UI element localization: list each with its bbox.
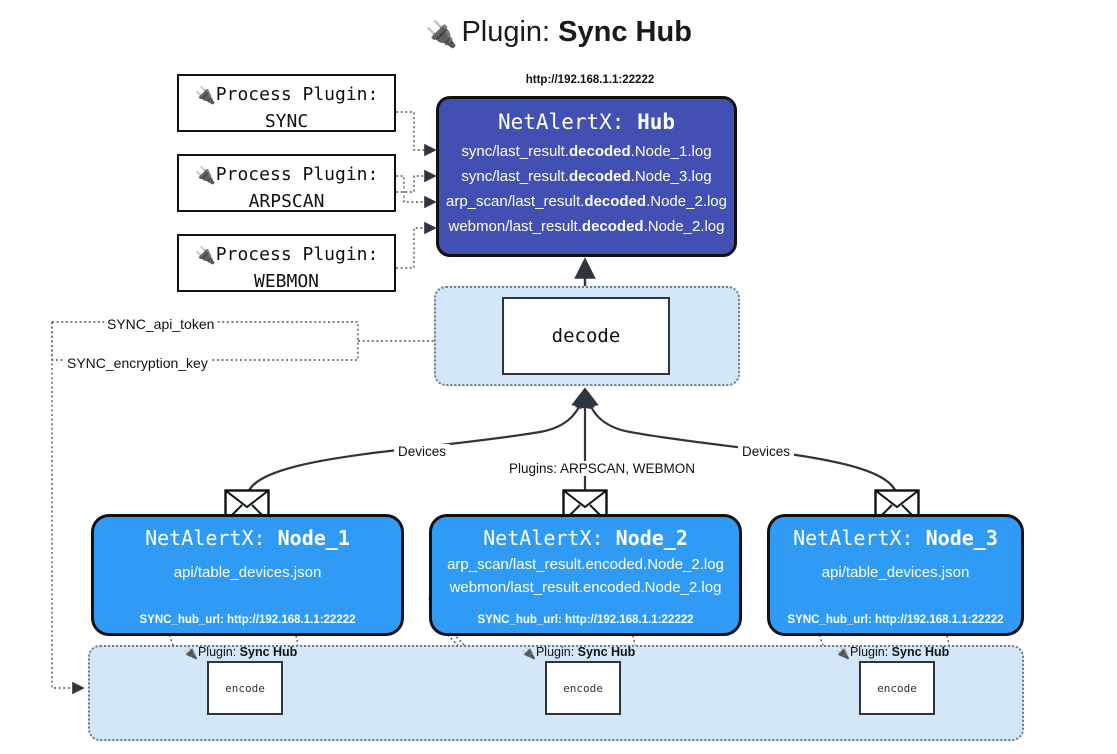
node-box-node-2[interactable]: NetAlertX: Node_2 arp_scan/last_result.e… (429, 514, 742, 636)
hub-log-line: webmon/last_result.decoded.Node_2.log (448, 217, 725, 235)
page-title-name: Sync Hub (558, 16, 692, 48)
node-hub-url: SYNC_hub_url: http://192.168.1.1:22222 (787, 614, 1004, 626)
process-plugin-label: Process Plugin: (215, 244, 379, 265)
page-title: 🔌Plugin: Sync Hub (0, 16, 1117, 50)
node-title-name: Node_1 (277, 526, 350, 550)
node-title: NetAlertX: Node_3 (770, 526, 1021, 550)
node-box-node-3[interactable]: NetAlertX: Node_3 api/table_devices.json… (767, 514, 1024, 636)
node-hub-url: SYNC_hub_url: http://192.168.1.1:22222 (477, 614, 694, 626)
hub-log-line: sync/last_result.decoded.Node_1.log (461, 143, 712, 160)
node-title-name: Node_3 (925, 526, 998, 550)
encode-plugin-label-2: 🔌Plugin: Sync Hub (521, 645, 636, 660)
page-title-prefix: Plugin: (461, 16, 551, 48)
edge-label-devices-right: Devices (738, 444, 795, 459)
node-title-prefix: NetAlertX: (793, 526, 914, 550)
sync-encryption-key-label: SYNC_encryption_key (64, 355, 211, 371)
edge-label-plugins-center: Plugins: ARPSCAN, WEBMON (505, 461, 700, 476)
hub-title-prefix: NetAlertX: (497, 110, 625, 134)
encode-box-2[interactable]: encode (545, 661, 621, 715)
encode-plugin-label-1: 🔌Plugin: Sync Hub (183, 645, 298, 660)
node-line-list: api/table_devices.json (770, 562, 1021, 585)
hub-url-label: http://192.168.1.1:22222 (525, 74, 655, 86)
edge-label-devices-left: Devices (394, 444, 451, 459)
encode-box-3[interactable]: encode (859, 661, 935, 715)
process-plugin-box-sync[interactable]: 🔌Process Plugin: SYNC (177, 74, 396, 132)
hub-node-box[interactable]: NetAlertX: Hub sync/last_result.decoded.… (436, 96, 737, 257)
node-line: api/table_devices.json (821, 564, 970, 581)
hub-log-line: arp_scan/last_result.decoded.Node_2.log (446, 192, 727, 210)
plug-icon: 🔌 (835, 646, 850, 660)
hub-log-line: sync/last_result.decoded.Node_3.log (461, 167, 712, 185)
node-title-prefix: NetAlertX: (483, 526, 604, 550)
node-title-prefix: NetAlertX: (145, 526, 266, 550)
encode-plugin-label-3: 🔌Plugin: Sync Hub (835, 645, 950, 660)
plug-icon: 🔌 (183, 646, 198, 660)
node-title-name: Node_2 (615, 526, 688, 550)
node-line-list: api/table_devices.json (94, 562, 401, 585)
node-line-list: arp_scan/last_result.encoded.Node_2.log … (432, 554, 739, 599)
process-plugin-name: ARPSCAN (248, 190, 325, 212)
node-box-node-1[interactable]: NetAlertX: Node_1 api/table_devices.json… (91, 514, 404, 636)
plug-icon: 🔌 (194, 166, 216, 186)
process-plugin-name: WEBMON (253, 270, 320, 292)
plug-icon: 🔌 (425, 19, 458, 49)
plug-icon: 🔌 (521, 646, 536, 660)
hub-log-list: sync/last_result.decoded.Node_1.log sync… (439, 140, 734, 240)
decode-box[interactable]: decode (502, 297, 670, 375)
node-line: api/table_devices.json (173, 564, 322, 581)
process-plugin-label: Process Plugin: (215, 84, 379, 105)
process-plugin-box-arpscan[interactable]: 🔌Process Plugin: ARPSCAN (177, 154, 396, 212)
node-title: NetAlertX: Node_1 (94, 526, 401, 550)
hub-title-name: Hub (637, 110, 676, 134)
node-title: NetAlertX: Node_2 (432, 526, 739, 550)
plug-icon: 🔌 (194, 86, 216, 106)
node-hub-url: SYNC_hub_url: http://192.168.1.1:22222 (139, 614, 356, 626)
node-line: arp_scan/last_result.encoded.Node_2.log (447, 556, 724, 573)
plug-icon: 🔌 (194, 246, 216, 266)
process-plugin-label: Process Plugin: (215, 164, 379, 185)
encode-box-1[interactable]: encode (207, 661, 283, 715)
process-plugin-box-webmon[interactable]: 🔌Process Plugin: WEBMON (177, 234, 396, 292)
node-line: webmon/last_result.encoded.Node_2.log (449, 578, 722, 596)
hub-title: NetAlertX: Hub (439, 110, 734, 134)
process-plugin-name: SYNC (264, 110, 309, 132)
sync-api-token-label: SYNC_api_token (104, 316, 218, 332)
